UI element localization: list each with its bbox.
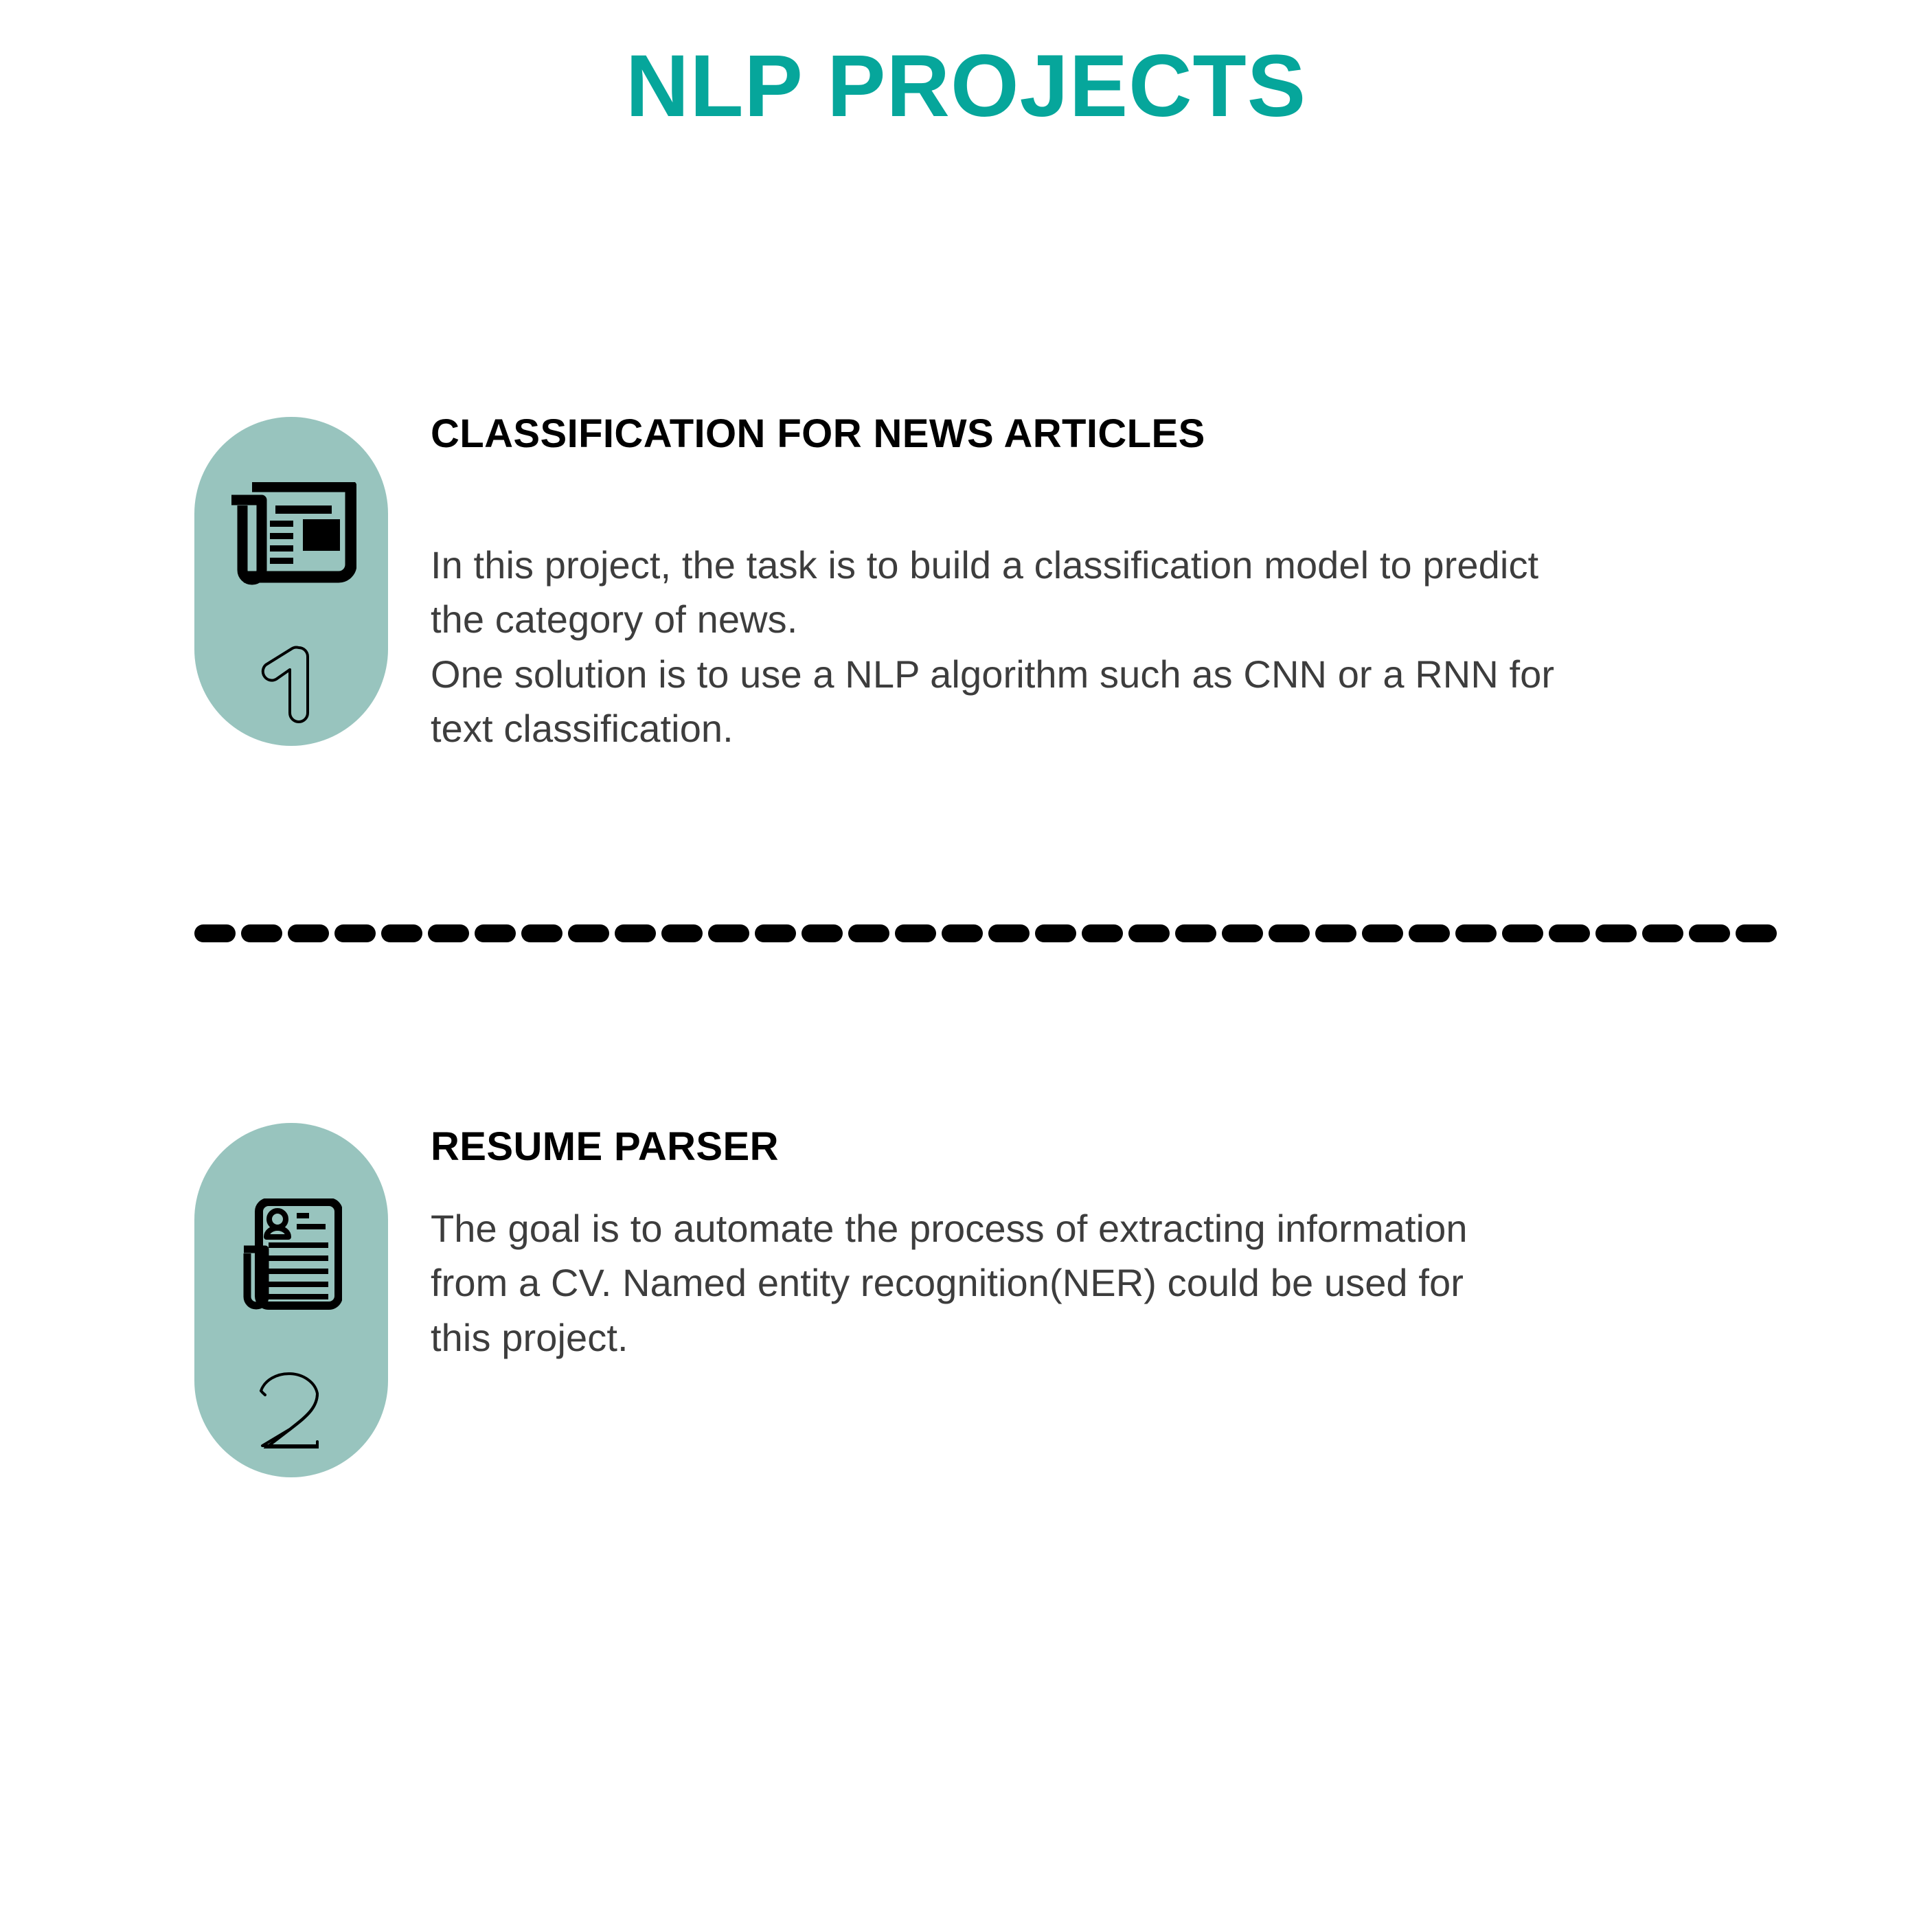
body-line: this project. [431,1315,628,1359]
body-line: the category of news. [431,598,798,641]
page-title: NLP PROJECTS [625,37,1307,135]
card-heading-2: RESUME PARSER [431,1124,779,1169]
body-line: text classification. [431,707,734,751]
card-heading-1: CLASSIFICATION FOR NEWS ARTICLES [431,411,1205,456]
badge-number-1 [253,644,329,729]
project-badge-2 [194,1123,388,1477]
badge-number-2 [250,1365,332,1452]
body-line: One solution is to use a NLP algorithm s… [431,652,1555,696]
dashed-divider [194,924,1795,942]
card-body-1: In this project, the task is to build a … [431,538,1825,756]
body-line: In this project, the task is to build a … [431,543,1539,587]
newspaper-icon [226,480,357,589]
resume-document-icon [240,1198,343,1315]
project-badge-1 [194,417,388,746]
body-line: The goal is to automate the process of e… [431,1206,1468,1250]
project-text-2: RESUME PARSER The goal is to automate th… [431,1123,1777,1365]
body-line: from a CV. Named entity recognition(NER)… [431,1261,1464,1305]
card-body-2: The goal is to automate the process of e… [431,1201,1777,1365]
project-text-1: CLASSIFICATION FOR NEWS ARTICLES In this… [431,410,1825,756]
